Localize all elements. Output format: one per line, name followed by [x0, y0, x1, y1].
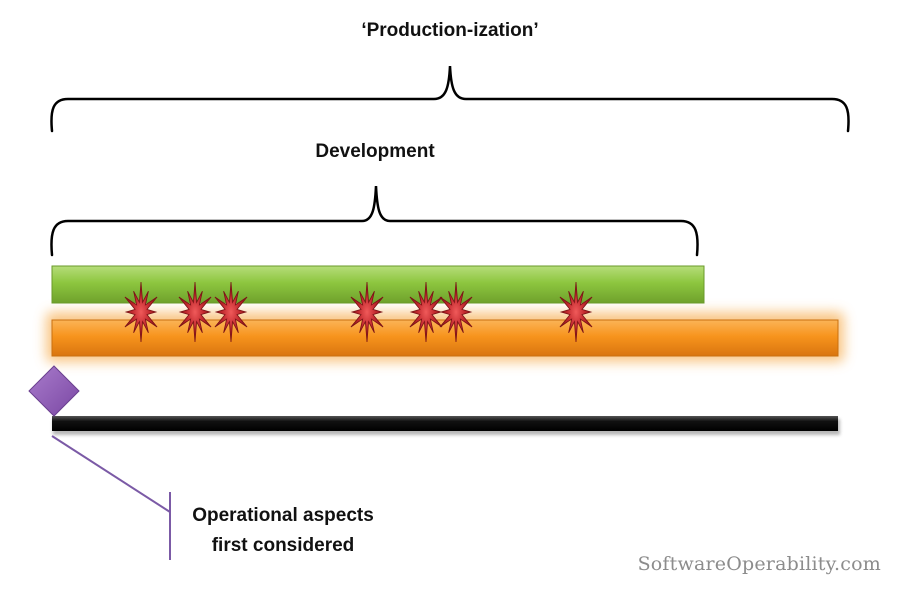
operational-aspects-callout: Operational aspects first considered: [178, 501, 388, 561]
callout-connector-line: [51, 435, 171, 513]
starburst-icon: [124, 281, 158, 343]
callout-line-2: first considered: [211, 535, 355, 556]
development-bar: [51, 265, 705, 304]
diamond-icon: [28, 365, 80, 417]
production-bar: [51, 319, 839, 357]
starburst-group: [124, 281, 593, 343]
development-title: Development: [315, 141, 435, 162]
starburst-icon: [409, 281, 443, 343]
starburst-icon: [350, 281, 384, 343]
development-brace: [50, 185, 699, 257]
productionization-brace: [50, 65, 850, 133]
callout-line-1: Operational aspects: [192, 505, 374, 526]
timeline-bar: [52, 416, 838, 431]
starburst-icon: [214, 281, 248, 343]
productionization-title: ‘Production-ization’: [361, 20, 539, 41]
starburst-icon: [178, 281, 212, 343]
starburst-icon: [439, 281, 473, 343]
watermark: SoftwareOperability.com: [637, 553, 881, 575]
starburst-icon: [559, 281, 593, 343]
